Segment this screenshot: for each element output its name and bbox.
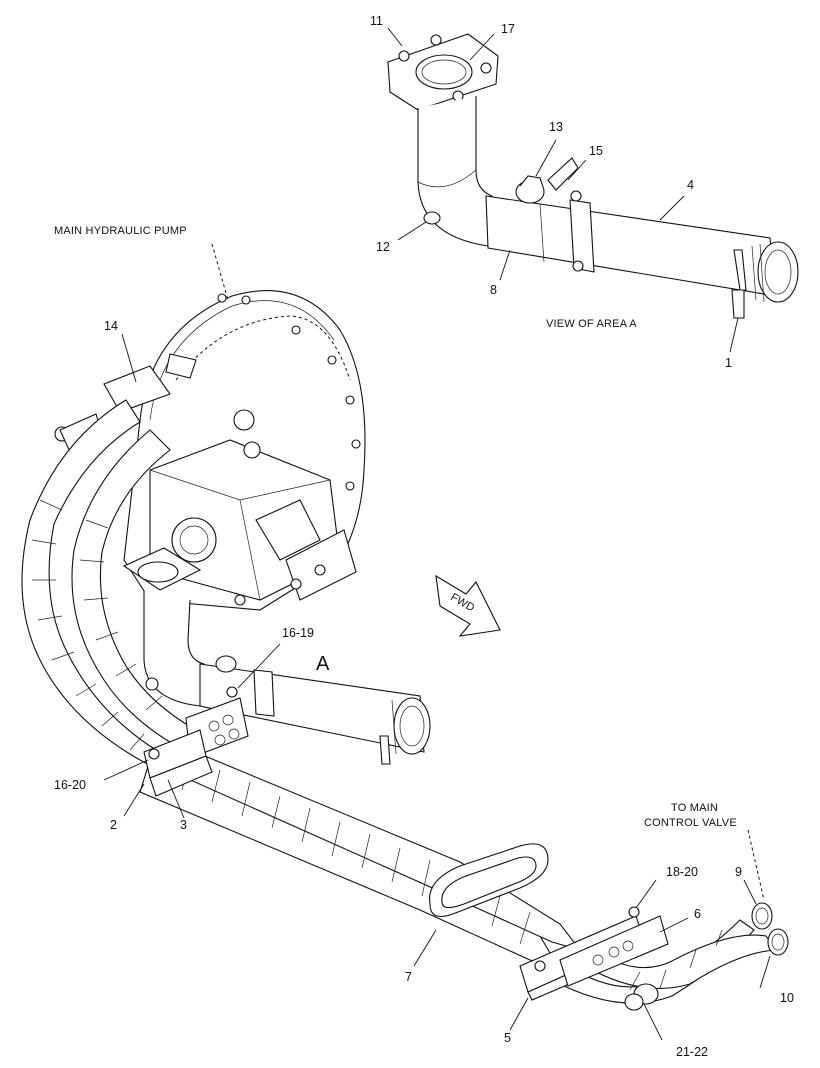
- callout-4: 4: [687, 178, 694, 192]
- callout-15: 15: [589, 144, 603, 158]
- callout-12: 12: [376, 240, 390, 254]
- clamp-block-right: [519, 906, 669, 1001]
- callout-2: 2: [110, 818, 117, 832]
- callout-13: 13: [549, 120, 563, 134]
- callout-17: 17: [501, 22, 515, 36]
- control-valve-caption: CONTROL VALVE: [644, 817, 737, 829]
- view-of-area-a-caption: VIEW OF AREA A: [546, 318, 637, 330]
- callout-14: 14: [104, 319, 118, 333]
- main-hydraulic-pump: [54, 290, 366, 611]
- callout-3: 3: [180, 818, 187, 832]
- area-a-letter: A: [316, 653, 330, 675]
- suction-tube-lower: [143, 590, 431, 765]
- callout-labels: 11 17 13 15 4 12 8 1 14 16-19 16-20 2 3 …: [54, 14, 794, 1059]
- to-main-caption: TO MAIN: [671, 802, 718, 814]
- callout-7: 7: [405, 970, 412, 984]
- callout-5: 5: [504, 1031, 511, 1045]
- callout-11: 11: [370, 14, 383, 28]
- callout-16-19: 16-19: [282, 626, 314, 640]
- callout-16-20: 16-20: [54, 778, 86, 792]
- fwd-arrow: FWD: [435, 574, 501, 637]
- captions: MAIN HYDRAULIC PUMP VIEW OF AREA A TO MA…: [54, 225, 737, 829]
- callout-18-20: 18-20: [666, 865, 698, 879]
- main-hydraulic-pump-caption: MAIN HYDRAULIC PUMP: [54, 225, 187, 237]
- callout-21-22: 21-22: [676, 1045, 708, 1059]
- callout-10: 10: [780, 991, 794, 1005]
- grommet-7: [429, 843, 549, 918]
- callout-8: 8: [490, 283, 497, 297]
- callout-9: 9: [735, 865, 742, 879]
- callout-6: 6: [694, 907, 701, 921]
- area-a-inset: [387, 33, 799, 319]
- leader-lines: [103, 27, 771, 1041]
- clamp-block-left: [143, 686, 249, 797]
- callout-1: 1: [725, 356, 732, 370]
